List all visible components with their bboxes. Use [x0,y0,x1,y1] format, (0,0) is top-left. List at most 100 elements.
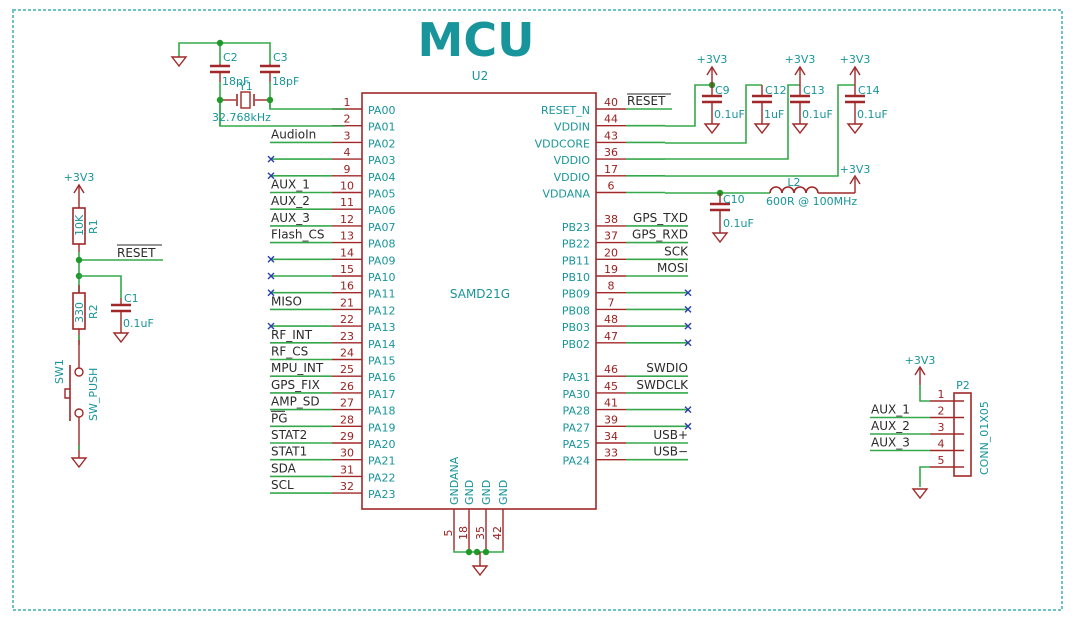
pin-name: PB02 [562,338,590,351]
sheet-title: MCU [418,13,535,67]
pin-name: PA27 [563,421,590,434]
capacitor-c3[interactable]: C3 18pF [260,51,299,88]
power-arrow-icon [794,65,806,76]
pin-name: PA24 [563,455,590,468]
pin-name: PB09 [562,288,590,301]
capacitor-c1[interactable]: C1 0.1uF [111,292,154,344]
p2-pin-1[interactable]: 1 [930,388,964,402]
capacitor-c2[interactable]: C2 18pF [210,51,249,88]
pin-number: 1 [938,388,945,401]
push-switch-sw1[interactable]: SW1 SW_PUSH [53,340,100,458]
net-label: USB− [653,445,688,459]
r2-ref: R2 [87,304,100,319]
pin-name: PB03 [562,321,590,334]
pin-name: GND [463,480,476,505]
inductor-l2[interactable]: L2 600R @ 100MHz +3V3 [766,163,870,208]
pin-number: 36 [604,146,618,159]
cap-ref: C9 [715,84,730,97]
power-arrow-icon [73,183,85,194]
c1-value: 0.1uF [123,317,154,330]
power-label-3v3: +3V3 [840,53,871,66]
p2-ref: P2 [956,379,970,392]
power-label-3v3: +3V3 [64,171,95,184]
pin-number: 28 [340,413,354,426]
pin-name: PB08 [562,304,590,317]
net-label: AUX_2 [271,194,310,208]
pin-number: 4 [938,438,945,451]
mcu-symbol[interactable]: U2 SAMD21G 1PA002PA013PA02AudioIn4PA039P… [267,69,692,577]
pin-number: 21 [340,296,354,309]
p2-pin-5[interactable]: 5 [930,454,964,468]
power-label-3v3: +3V3 [785,53,816,66]
junction-dot [465,548,473,556]
pin-number: 12 [340,213,354,226]
resistor-r1[interactable]: 10K R1 [72,207,100,245]
net-label: PG [271,411,288,425]
capacitor-c10[interactable]: C10 0.1uF [710,193,754,244]
resistor-r2[interactable]: 330 R2 [72,292,100,330]
pin-number: 17 [604,163,618,176]
cap-value: 0.1uF [857,108,888,121]
pin-name: VDDANA [542,188,590,201]
pin-name: PA00 [368,104,395,117]
pin-name: VDDIO [554,154,591,167]
junction-dot [473,548,481,556]
pin-number: 23 [340,330,354,343]
